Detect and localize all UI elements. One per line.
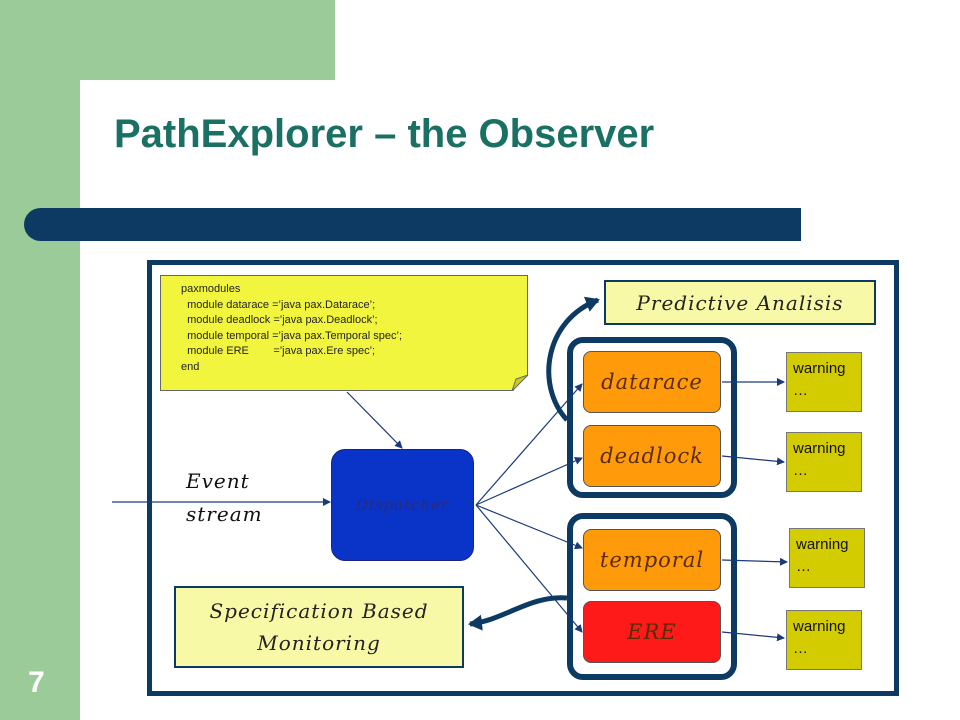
note-line: paxmodules (181, 283, 241, 295)
note-line: module datarace =’java pax.Datarace’; (181, 298, 376, 311)
note-line: module deadlock =’java pax.Deadlock’; (181, 314, 378, 326)
warning-box: warning … (786, 352, 862, 412)
warning-ellipsis: … (793, 462, 808, 479)
warning-ellipsis: … (793, 640, 808, 657)
spec-module-group (567, 513, 737, 680)
event-stream-label: Event stream (186, 465, 263, 531)
warning-label: warning (793, 618, 846, 635)
spec-label-line: Monitoring (257, 631, 381, 655)
title-underline-bar (24, 208, 801, 241)
paxmodules-note: paxmodules module datarace =’java pax.Da… (160, 275, 528, 391)
predictive-feedback-arrow (546, 296, 600, 422)
warning-ellipsis: … (793, 382, 808, 399)
dispatch-arrow-datarace (475, 383, 583, 506)
warning-label: warning (796, 536, 849, 553)
note-fold-corner (512, 375, 528, 391)
note-to-dispatcher-arrow (346, 391, 403, 449)
output-arrow-ere (721, 631, 785, 642)
warning-box: warning … (786, 432, 862, 492)
slide-title: PathExplorer – the Observer (114, 112, 655, 156)
warning-label: warning (793, 360, 846, 377)
event-label-line: Event (186, 469, 250, 493)
warning-box: warning … (786, 610, 862, 670)
module-datarace: datarace (583, 351, 721, 413)
module-temporal: temporal (583, 529, 721, 591)
note-line: module ERE =’java pax.Ere spec’; (181, 345, 376, 357)
spec-feedback-arrow (468, 595, 568, 631)
note-line: end (181, 360, 200, 373)
output-arrow-temporal (721, 557, 788, 566)
module-deadlock: deadlock (583, 425, 721, 487)
content-corner (80, 80, 200, 200)
warning-ellipsis: … (796, 558, 811, 575)
left-green-band (0, 0, 80, 720)
predictive-analysis-box: Predictive Analisis (604, 280, 876, 325)
note-line: module temporal =’java pax.Temporal spec… (181, 329, 403, 342)
module-ere: ERE (583, 601, 721, 663)
warning-box: warning … (789, 528, 865, 588)
spec-monitoring-box: Specification Based Monitoring (174, 586, 464, 668)
dispatcher-box: Dispatcher (331, 449, 474, 561)
predictive-module-group (567, 337, 737, 498)
warning-label: warning (793, 440, 846, 457)
dispatch-arrow-deadlock (475, 457, 583, 506)
page-number: 7 (28, 666, 45, 699)
output-arrow-deadlock (721, 455, 785, 466)
event-label-line: stream (186, 502, 263, 526)
spec-label-line: Specification Based (209, 599, 429, 623)
top-green-band (0, 0, 335, 80)
dispatch-arrow-ere (475, 504, 583, 633)
dispatch-arrow-temporal (475, 504, 583, 550)
